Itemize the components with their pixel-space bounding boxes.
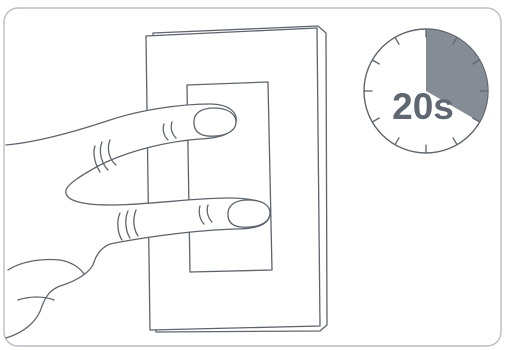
timer-label: 20s [392,86,454,127]
timer-dial: 20s [364,29,488,153]
